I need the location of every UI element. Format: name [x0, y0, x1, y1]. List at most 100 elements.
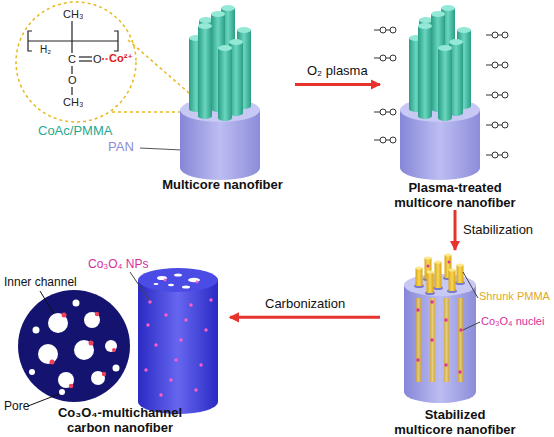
pore [73, 300, 80, 307]
bond [71, 41, 72, 53]
pore [29, 369, 35, 375]
core [218, 115, 232, 121]
stage-caption: Multicore nanofiber [150, 177, 295, 192]
backbone-bond [28, 40, 118, 41]
nanoparticle [194, 388, 197, 391]
process-arrow [454, 210, 457, 250]
rod [416, 268, 423, 286]
shrunk-rods [414, 254, 465, 296]
nanoparticle [189, 303, 192, 306]
core [198, 113, 212, 119]
coordination-bond [102, 58, 109, 60]
rod-top [416, 267, 423, 270]
nanoparticle [50, 360, 55, 365]
oxygen-group [374, 137, 396, 143]
oxygen-group [486, 62, 508, 68]
rod [449, 270, 456, 291]
nucleus [430, 338, 433, 341]
nanoparticle [164, 279, 167, 282]
stage-caption: Plasma-treated multicore nanofiber [394, 180, 516, 210]
pmma-cores [409, 5, 471, 121]
rod-top [457, 264, 464, 267]
part-label: PAN [108, 140, 134, 154]
core-top [229, 39, 243, 45]
part-label: Co₃O₄ NPs [88, 258, 148, 271]
channel [168, 284, 174, 286]
arrow-label: Stabilization [463, 223, 533, 237]
leader-line [28, 394, 59, 406]
channel [182, 286, 190, 289]
part-label: Pore [4, 400, 29, 413]
rod [435, 262, 442, 288]
oxygen-group [486, 32, 508, 38]
nucleus [416, 308, 419, 311]
core-top [237, 27, 251, 33]
part-label: Inner channel [4, 276, 77, 289]
rod [458, 298, 463, 382]
pore [113, 365, 120, 372]
core-top [198, 23, 212, 29]
pmma-cores [189, 5, 251, 121]
nucleus [459, 328, 462, 331]
nucleus [427, 265, 430, 268]
channel [38, 344, 58, 364]
nanoparticle [209, 298, 212, 301]
oxygen-group [374, 55, 396, 61]
inner-rods [416, 298, 463, 382]
part-label: CH₃ [63, 8, 83, 20]
nanoparticle [169, 378, 172, 381]
nanoparticle [164, 313, 167, 316]
rod [457, 265, 464, 283]
nanoparticle [146, 323, 149, 326]
stage-caption: Stabilized multicore nanofiber [394, 407, 516, 437]
part-label: Shrunk PMMA [479, 290, 550, 302]
leader-line [40, 291, 54, 314]
part-label: CoAc/PMMA [38, 124, 112, 138]
nanoparticle [159, 393, 162, 396]
nanoparticle [196, 281, 199, 284]
nanoparticle [69, 384, 73, 388]
nucleus [448, 261, 451, 264]
nanoparticle [148, 300, 151, 303]
part-label: H₂ [40, 44, 51, 55]
nanoparticles [50, 312, 117, 388]
rod-top [427, 271, 434, 274]
pore [59, 389, 65, 395]
nanoparticle [144, 368, 147, 371]
channels [29, 300, 120, 396]
channel [48, 313, 68, 333]
bond [71, 66, 72, 74]
nanoparticle [62, 313, 67, 318]
core [198, 26, 212, 116]
nanoparticle [154, 343, 157, 346]
nanoparticle [102, 372, 106, 376]
part-label: O [68, 74, 77, 86]
core [218, 48, 232, 118]
process-arrow [230, 316, 380, 319]
nucleus [444, 363, 447, 366]
nanoparticle [179, 338, 182, 341]
stage-node: Stabilized multicore nanofiber [380, 250, 530, 437]
part-label: Co²⁺ [109, 52, 133, 64]
double-bond [79, 56, 92, 57]
arrow-label: O₂ plasma [307, 64, 368, 78]
nanoparticle [95, 312, 99, 316]
leader-line [463, 272, 478, 298]
channel [74, 340, 94, 360]
bond [71, 21, 72, 41]
leader-line [140, 148, 182, 150]
channel [174, 273, 182, 276]
molecule-bonds [28, 21, 118, 95]
rod [430, 298, 435, 382]
nanoparticle [112, 348, 116, 352]
double-bond [79, 60, 92, 61]
nanoparticle [199, 363, 202, 366]
rod [444, 298, 449, 382]
stage-caption: Co₃O₄-multichannel carbon nanofiber [45, 405, 195, 435]
nucleus [444, 318, 447, 321]
part-label: C [68, 53, 76, 65]
oxygen-group [486, 152, 508, 158]
np-dots [144, 279, 212, 397]
